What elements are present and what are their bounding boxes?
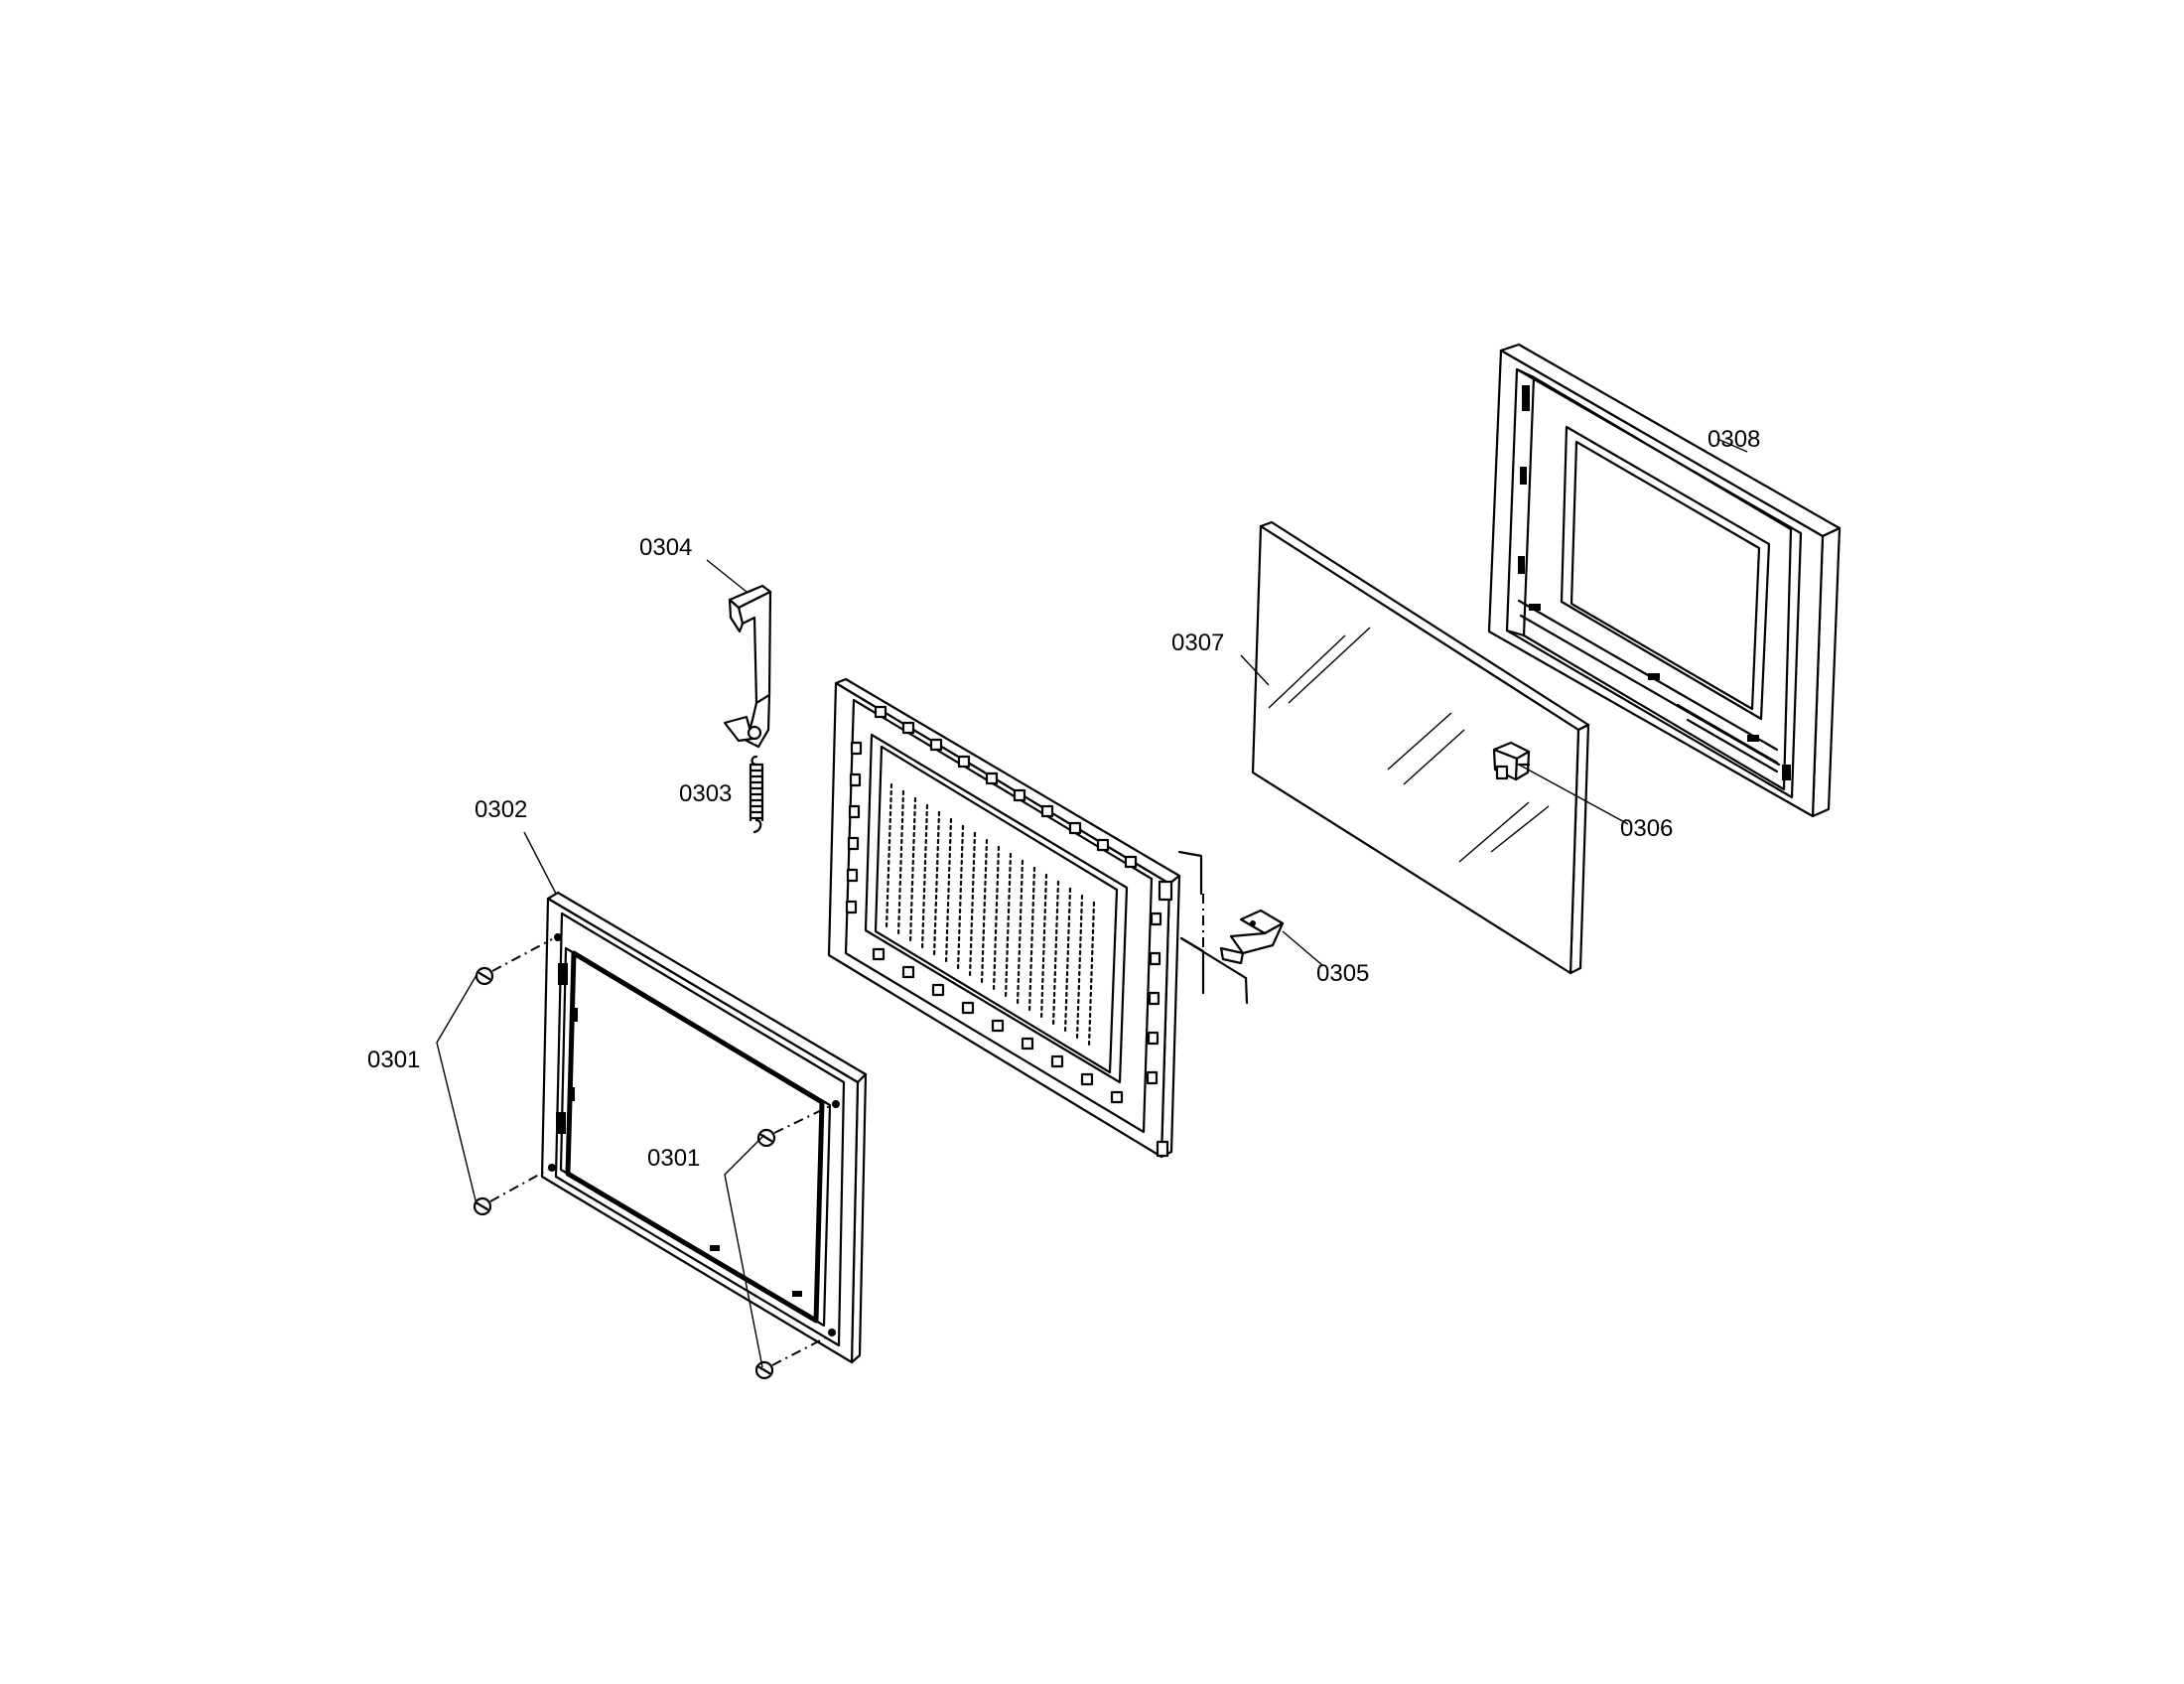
screw-1 bbox=[475, 938, 553, 986]
label-0301-left: 0301 bbox=[367, 1047, 420, 1073]
label-0308: 0308 bbox=[1707, 426, 1760, 453]
label-0306: 0306 bbox=[1620, 815, 1673, 842]
screw-2 bbox=[473, 1169, 549, 1216]
leader-lines bbox=[436, 438, 1748, 1368]
part-0308-outer-door-frame bbox=[1487, 343, 1842, 818]
part-0302-front-frame bbox=[540, 891, 868, 1364]
part-0301-screws bbox=[473, 938, 833, 1380]
label-0303: 0303 bbox=[679, 780, 732, 807]
label-0304: 0304 bbox=[639, 534, 692, 561]
part-0304-latch-hook bbox=[723, 584, 772, 749]
panel-clips-right bbox=[1146, 912, 1162, 1085]
part-0305-hinge-bracket bbox=[1177, 850, 1285, 1005]
part-labels: 0301 0301 0302 0303 0304 0305 0306 0307 … bbox=[367, 426, 1760, 1172]
label-0301-right: 0301 bbox=[647, 1145, 700, 1172]
label-0305: 0305 bbox=[1316, 960, 1369, 987]
panel-clips-bottom bbox=[872, 947, 1124, 1104]
part-0303-spring bbox=[749, 755, 764, 834]
panel-clips-left bbox=[845, 741, 863, 914]
part-0307-glass-pane bbox=[1251, 520, 1590, 975]
screw-4 bbox=[754, 1334, 831, 1380]
inner-door-panel bbox=[827, 677, 1181, 1159]
label-0302: 0302 bbox=[475, 796, 527, 823]
panel-clips-top bbox=[874, 705, 1138, 869]
part-0306-bracket bbox=[1492, 741, 1531, 781]
label-0307: 0307 bbox=[1171, 630, 1224, 656]
